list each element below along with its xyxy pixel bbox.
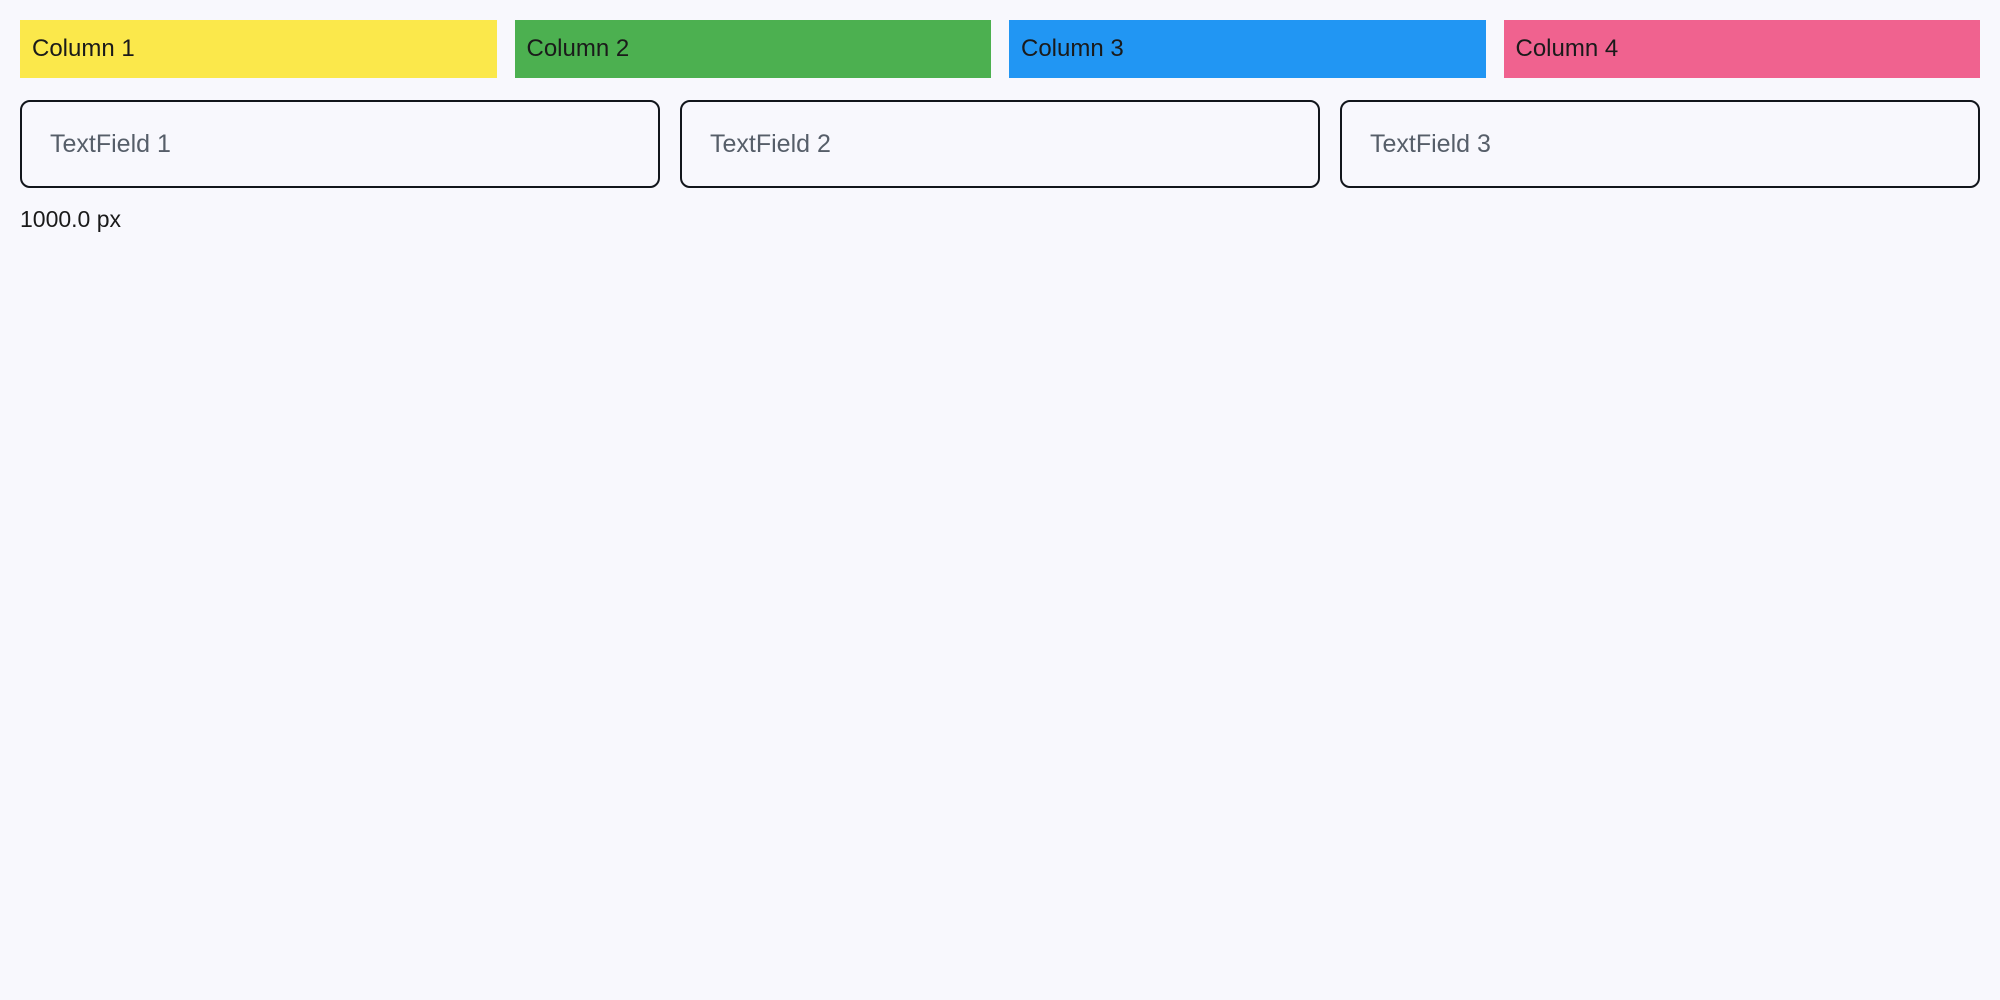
textfield-2-placeholder: TextField 2: [710, 131, 831, 157]
column-bar-1[interactable]: Column 1: [20, 20, 497, 78]
textfields-row: TextField 1 TextField 2 TextField 3: [20, 100, 1980, 188]
column-bar-label: Column 3: [1021, 37, 1124, 61]
textfield-3[interactable]: TextField 3: [1340, 100, 1980, 188]
textfield-1[interactable]: TextField 1: [20, 100, 660, 188]
textfield-1-placeholder: TextField 1: [50, 131, 171, 157]
column-bar-label: Column 4: [1515, 37, 1619, 61]
size-readout: 1000.0 px: [20, 206, 122, 232]
column-bar-label: Column 1: [32, 37, 135, 61]
textfield-2[interactable]: TextField 2: [680, 100, 1320, 188]
textfield-3-placeholder: TextField 3: [1370, 131, 1491, 157]
column-bar-2[interactable]: Column 2: [514, 20, 991, 78]
column-bar-4[interactable]: Column 4: [1503, 20, 1980, 78]
column-bar-3[interactable]: Column 3: [1009, 20, 1486, 78]
columns-row: Column 1 Column 2 Column 3 Column 4: [20, 20, 1980, 78]
column-bar-label: Column 2: [526, 37, 630, 61]
